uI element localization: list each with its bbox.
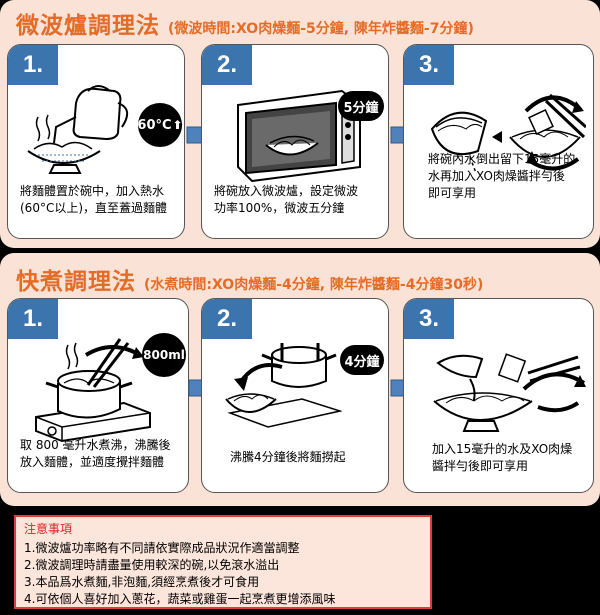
temperature-label: 60°C	[137, 117, 172, 133]
caption-line: 即可享用	[428, 186, 477, 200]
boil-heading: 快煮調理法 (水煮時間:XO肉燥麵-4分鐘, 陳年炸醬麵-4分鐘30秒)	[16, 262, 483, 296]
up-arrow-icon: ⬆	[172, 118, 183, 132]
step-number: 1.	[8, 299, 60, 341]
microwave-heading: 微波爐調理法 (微波時間:XO肉燥麵-5分鐘, 陳年炸醬麵-7分鐘)	[16, 6, 474, 40]
volume-badge: 800ml	[142, 333, 186, 377]
caption-line: (60°C以上)，直至蓋過麵體	[20, 201, 168, 215]
caption-line: 沸騰4分鐘後將麵撈起	[230, 450, 346, 464]
step-caption: 加入15毫升的水及XO肉燥 醬拌勻後即可享用	[432, 441, 592, 475]
boil-title: 快煮調理法	[16, 269, 136, 295]
caption-line: 將碗內水倒出留下15毫升的	[428, 152, 576, 166]
caption-line: 取 800 毫升水煮沸，沸騰後	[20, 438, 171, 452]
boil-step-2-card: 2. 4分鐘 沸騰4分鐘後將麵撈起	[201, 298, 389, 493]
step-caption: 將碗內水倒出留下15毫升的 水再加入XO肉燥醬拌勻後 即可享用	[428, 151, 593, 202]
microwave-step-2-card: 2. 5分鐘 將碗放入微波爐，設定微波 功率100%，微波五分鐘	[201, 44, 389, 239]
time-label: 4分鐘	[344, 354, 380, 370]
caption-line: 加入15毫升的水及XO肉燥	[432, 442, 573, 456]
step-number: 1.	[8, 45, 60, 87]
microwave-step-1-card: 1. 60°C⬆ 將麵體置於碗中，加入熱水 (60°C以上)，直至蓋過麵體	[7, 44, 185, 239]
time-badge: 4分鐘	[340, 345, 384, 375]
step-caption: 取 800 毫升水煮沸，沸騰後 放入麵體，並適度攪拌麵體	[20, 437, 187, 471]
kettle-pour-illustration	[27, 85, 129, 174]
microwave-subtitle: (微波時間:XO肉燥麵-5分鐘, 陳年炸醬麵-7分鐘)	[168, 21, 474, 37]
note-item: 2.微波調理時請盡量使用較深的碗,以免滾水溢出	[24, 558, 280, 572]
step-number: 2.	[202, 299, 254, 341]
time-badge: 5分鐘	[338, 91, 384, 121]
caption-line: 功率100%，微波五分鐘	[214, 201, 345, 215]
scoop-noodles-illustration	[225, 343, 342, 428]
microwave-step-3-card: 3. 將碗內水倒出留下15毫升的 水再加入XO肉燥醬拌勻後 即可享用	[403, 44, 594, 239]
note-item: 1.微波爐功率略有不同請依實際成品狀況作適當調整	[24, 541, 300, 555]
step-number: 2.	[202, 45, 254, 87]
temperature-badge: 60°C⬆	[137, 103, 183, 147]
step-number: 3.	[404, 299, 456, 341]
boil-section: 快煮調理法 (水煮時間:XO肉燥麵-4分鐘, 陳年炸醬麵-4分鐘30秒) 1. 8…	[0, 253, 600, 506]
step-caption: 沸騰4分鐘後將麵撈起	[230, 449, 380, 466]
stove-pot-illustration	[35, 338, 151, 443]
step-caption: 將麵體置於碗中，加入熱水 (60°C以上)，直至蓋過麵體	[20, 183, 184, 217]
drain-and-mix-illustration	[430, 93, 586, 174]
caption-line: 放入麵體，並適度攪拌麵體	[20, 455, 165, 469]
time-label: 5分鐘	[343, 100, 379, 116]
notes-title: 注意事項	[24, 522, 73, 536]
step-number: 3.	[404, 45, 456, 87]
microwave-section: 微波爐調理法 (微波時間:XO肉燥麵-5分鐘, 陳年炸醬麵-7分鐘) 1. 60°…	[0, 0, 600, 248]
note-item: 3.本品爲水煮麵,非泡麵,須經烹煮後才可食用	[24, 575, 260, 589]
boil-subtitle: (水煮時間:XO肉燥麵-4分鐘, 陳年炸醬麵-4分鐘30秒)	[144, 277, 484, 293]
microwave-title: 微波爐調理法	[16, 13, 160, 39]
boil-step-3-card: 3. 加入15毫升的水及XO肉燥 醬拌勻後即可享用	[403, 298, 594, 493]
caption-line: 將麵體置於碗中，加入熱水	[20, 184, 165, 198]
caption-line: 將碗放入微波爐，設定微波	[214, 184, 359, 198]
volume-label: 800ml	[143, 348, 185, 362]
microwave-oven-illustration	[237, 89, 361, 183]
notes-box: 注意事項 1.微波爐功率略有不同請依實際成品狀況作適當調整 2.微波調理時請盡量…	[14, 515, 432, 609]
caption-line: 水再加入XO肉燥醬拌勻後	[428, 169, 565, 183]
boil-step-1-card: 1. 800ml 取 800 毫升水煮沸，沸騰後 放入麵體，並適度攪拌麵體	[7, 298, 189, 493]
step-caption: 將碗放入微波爐，設定微波 功率100%，微波五分鐘	[214, 183, 386, 217]
add-sauce-illustration	[433, 353, 586, 432]
note-item: 4.可依個人喜好加入蔥花，蔬菜或雞蛋一起烹煮更增添風味	[24, 592, 336, 606]
caption-line: 醬拌勻後即可享用	[432, 459, 529, 473]
